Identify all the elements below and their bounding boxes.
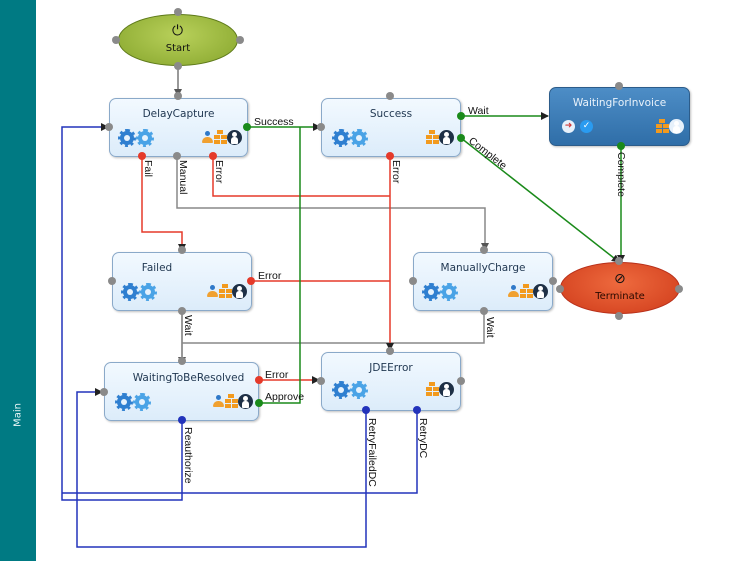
gear-icon: [440, 283, 458, 301]
people-icon: [508, 285, 520, 298]
edge-dc-error: [212, 156, 390, 197]
power-icon: ⏻: [172, 23, 184, 39]
gear-icon: [136, 129, 154, 147]
org-chart-icon: [656, 119, 668, 133]
sidebar: Main: [0, 0, 36, 561]
org-chart-icon: [225, 394, 237, 408]
edge-jde-retry-failed-dc: [76, 388, 367, 548]
edge-dc-manual: [176, 156, 489, 251]
people-icon: [202, 131, 214, 144]
node-manuallycharge[interactable]: ManuallyCharge: [413, 252, 553, 311]
terminate-label: Terminate: [595, 291, 645, 302]
edge-wtbr-approve: [259, 127, 301, 404]
person-icon: [439, 382, 454, 397]
edge-label-success-wait: Wait: [468, 105, 489, 117]
gear-icon: [350, 129, 368, 147]
sidebar-label: Main: [12, 403, 24, 427]
edge-label-failed-wait: Wait: [182, 315, 194, 336]
gear-icon: [332, 381, 350, 399]
no-entry-icon: ⊘: [614, 271, 626, 287]
node-title: WaitingToBeResolved: [132, 372, 245, 384]
start-node[interactable]: ⏻ Start: [118, 14, 238, 66]
node-title: WaitingForInvoice: [572, 97, 667, 109]
edge-label-success-error: Error: [390, 160, 402, 184]
gear-icon: [139, 283, 157, 301]
person-icon: [669, 119, 684, 134]
gear-icon: [121, 283, 139, 301]
edge-success-complete: [460, 137, 620, 263]
edge-label-dc-success: Success: [254, 116, 294, 128]
edge-label-dc-error: Error: [213, 160, 225, 184]
edge-label-jde-retry-failed-dc: RetryFailedDC: [366, 418, 378, 487]
node-jdeerror[interactable]: JDEError: [321, 352, 461, 411]
node-title: JDEError: [369, 362, 413, 374]
check-icon: ✓: [580, 120, 593, 133]
arrow-icon: ➜: [562, 120, 575, 133]
gear-icon: [133, 393, 151, 411]
people-icon: [207, 285, 219, 298]
gear-icon: [350, 381, 368, 399]
gear-icon: [118, 129, 136, 147]
edge-label-wfi-complete: Complete: [615, 152, 627, 197]
person-icon: [232, 284, 247, 299]
org-chart-icon: [214, 130, 226, 144]
start-label: Start: [165, 43, 191, 54]
edge-jde-retry-dc: [62, 410, 418, 494]
edge-label-failed-error: Error: [258, 270, 282, 282]
org-chart-icon: [520, 284, 532, 298]
edge-label-wtbr-approve: Approve: [265, 391, 304, 403]
person-icon: [227, 130, 242, 145]
node-title: ManuallyCharge: [440, 262, 526, 274]
edge-wtbr-reauthorize: [61, 123, 183, 501]
person-icon: [439, 130, 454, 145]
gear-icon: [422, 283, 440, 301]
gear-icon: [332, 129, 350, 147]
person-icon: [238, 394, 253, 409]
node-delaycapture[interactable]: DelayCapture: [109, 98, 248, 157]
org-chart-icon: [426, 130, 438, 144]
terminate-node[interactable]: ⊘ Terminate: [560, 262, 680, 314]
edge-label-mc-wait: Wait: [484, 317, 496, 338]
edge-label-dc-manual: Manual: [177, 160, 189, 194]
connector-layer: Success Wait Complete Complete Fail Manu…: [61, 64, 627, 548]
person-icon: [533, 284, 548, 299]
edge-label-jde-retry-dc: RetryDC: [417, 418, 429, 459]
node-waitingforinvoice[interactable]: WaitingForInvoice ➜ ✓: [549, 87, 690, 146]
people-icon: [213, 395, 225, 408]
node-waitingtoberesolved[interactable]: WaitingToBeResolved: [104, 362, 259, 421]
edge-label-success-complete: Complete: [466, 135, 509, 172]
node-failed[interactable]: Failed: [112, 252, 252, 311]
node-title: DelayCapture: [142, 108, 215, 120]
workflow-canvas[interactable]: Success Wait Complete Complete Fail Manu…: [36, 0, 752, 561]
org-chart-icon: [426, 382, 438, 396]
org-chart-icon: [219, 284, 231, 298]
node-success[interactable]: Success: [321, 98, 461, 157]
node-title: Failed: [141, 262, 173, 274]
node-title: Success: [369, 108, 413, 120]
edge-label-dc-fail: Fail: [142, 160, 154, 177]
edge-label-wtbr-error: Error: [265, 369, 289, 381]
edge-mc-wait: [182, 311, 485, 344]
edge-label-wtbr-reauthorize: Reauthorize: [182, 427, 194, 484]
gear-icon: [115, 393, 133, 411]
edge-dc-fail: [141, 156, 186, 252]
